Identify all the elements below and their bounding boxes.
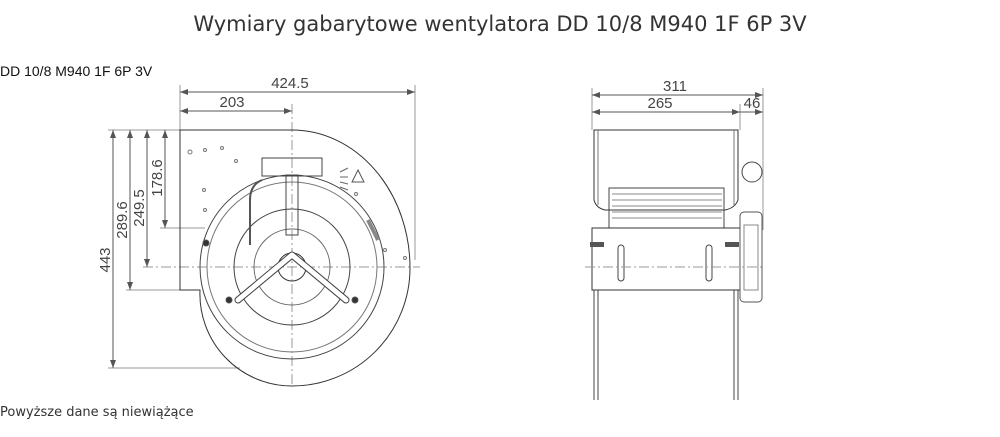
dim-housing-depth: 265: [647, 95, 672, 112]
dim-overall-width: 424.5: [271, 75, 309, 92]
model-label: DD 10/8 M940 1F 6P 3V: [0, 63, 153, 79]
front-view: 311 265 46: [585, 78, 765, 400]
dim-overall-depth: 311: [663, 78, 687, 95]
dim-overall-height: 443: [97, 247, 114, 272]
dim-height-2: 249.5: [131, 189, 148, 227]
dim-motor-protrusion: 46: [744, 95, 761, 112]
page-title: Wymiary gabarytowe wentylatora DD 10/8 M…: [193, 12, 807, 36]
dim-height-1: 289.6: [114, 201, 131, 239]
dim-height-3: 178.6: [149, 159, 166, 197]
side-view: 424.5 203 443 289.6 249.5 178.6: [97, 75, 420, 387]
disclaimer-note: Powyższe dane są niewiążące: [0, 405, 194, 420]
dim-to-axis-width: 203: [219, 94, 244, 111]
